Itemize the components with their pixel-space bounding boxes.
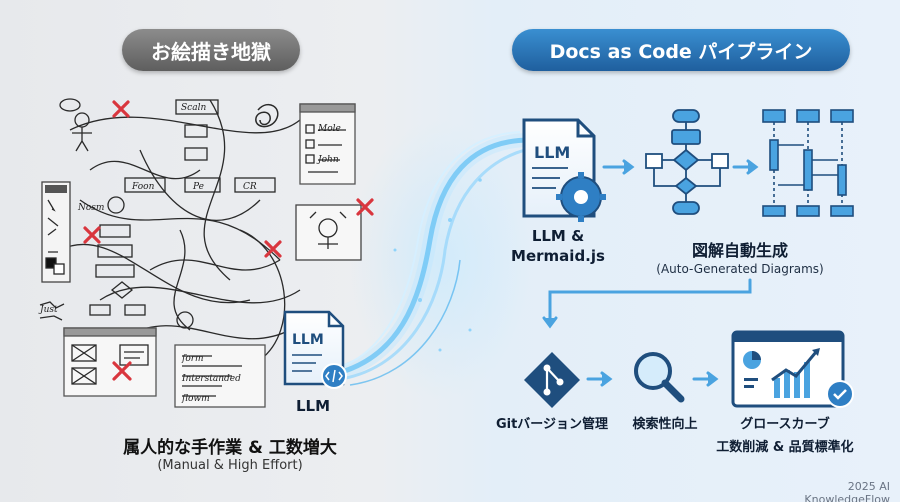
error-marks [83,100,374,381]
left-caption: 属人的な手作業 & 工数増大 [123,438,337,458]
sketch-word: Pe [192,182,204,192]
red-x-icon [83,226,101,244]
auto-gen-sub: (Auto-Generated Diagrams) [656,262,824,276]
check-icon [826,380,854,408]
sketch-word: Interstanded [181,374,241,384]
sketch-word: CR [243,182,257,192]
search-label: 検索性向上 [632,417,698,432]
right-panel-title: Docs as Code パイプライン [512,29,850,71]
red-x-icon [112,361,132,381]
sketch-word: John [316,155,339,165]
pipeline-arrows [542,159,759,387]
search-icon [634,352,685,403]
footer-credit: 2025 AI KnowledgeFlow [804,480,890,502]
sketch-box [175,99,219,115]
auto-gen-label: 図解自動生成 [691,241,788,260]
growth-label: グロースカーブ [740,417,830,432]
sketch-word: Foon [131,182,155,192]
growth-sub-label: 工数削減 & 品質標準化 [716,440,854,455]
left-panel-title: お絵描き地獄 [122,29,300,71]
red-x-icon [356,198,374,216]
left-caption-sub: (Manual & High Effort) [157,458,303,473]
llm-mermaid-line1: LLM & [531,227,585,245]
llm-mermaid-label: LLM & Mermaid.js [508,226,608,266]
chaotic-sketch-area [39,98,362,408]
llm-document-icon-left [283,310,347,389]
sketch-word: Scaln [181,103,206,113]
sketch-word: flowm [181,394,210,404]
git-label: Gitバージョン管理 [495,417,609,432]
light-beam [328,120,531,400]
llm-doc-text-right: LLM [534,143,570,162]
llm-mermaid-doc-icon [522,118,606,222]
sketch-word: Mole [317,124,341,134]
sketch-word: form [181,354,204,364]
sequence-diagram-icon [762,109,854,217]
sketch-word: Just [38,305,58,315]
flowchart-diagram-icon [645,109,729,215]
red-x-icon [112,100,130,118]
red-x-icon [264,240,282,258]
llm-doc-text-left: LLM [292,332,324,348]
growth-chart-icon [731,330,854,408]
llm-mermaid-line2: Mermaid.js [511,247,605,265]
llm-label-left: LLM [295,397,331,415]
sketch-word: Nosm [77,203,104,213]
git-icon [524,352,580,408]
